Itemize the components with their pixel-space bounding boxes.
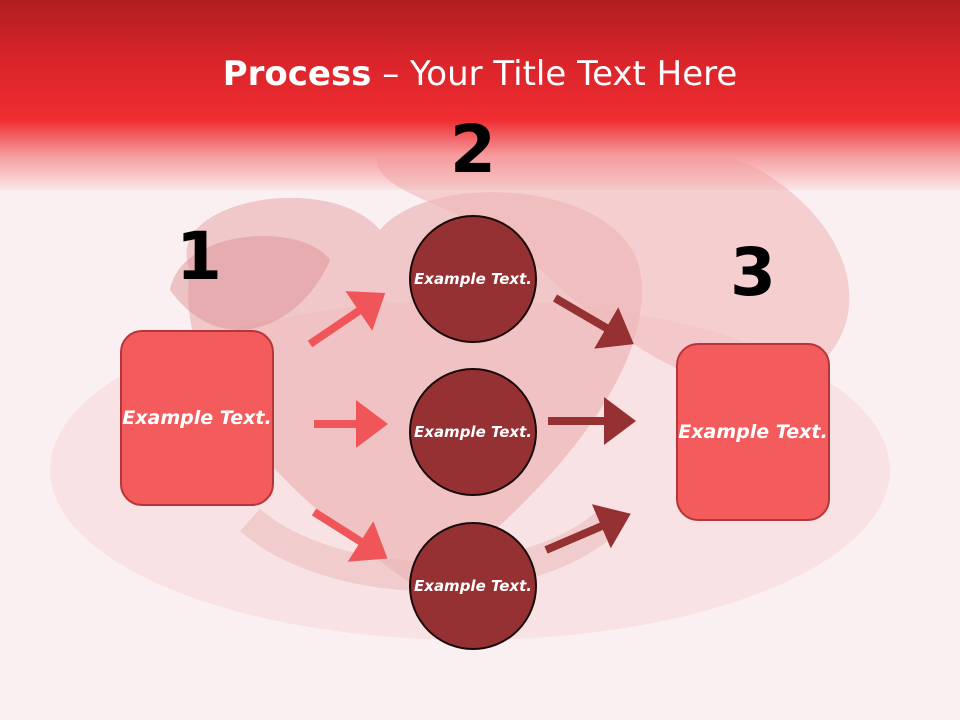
arrow-left-to-top (307, 291, 386, 348)
circle-middle: Example Text. (409, 368, 537, 496)
title-bold: Process (222, 54, 372, 94)
step-number-3: 3 (730, 234, 776, 311)
circle-middle-text: Example Text. (414, 422, 532, 441)
circle-bottom: Example Text. (409, 522, 537, 650)
step-number-2: 2 (450, 111, 496, 188)
circle-top-text: Example Text. (414, 269, 532, 288)
arrow-bottom-to-right (544, 504, 631, 554)
title-banner (0, 0, 960, 190)
left-box: Example Text. (120, 330, 274, 506)
right-box-text: Example Text. (678, 420, 828, 443)
arrow-left-to-bottom (311, 508, 388, 562)
circle-bottom-text: Example Text. (414, 576, 532, 595)
circle-top: Example Text. (409, 215, 537, 343)
title-rest: – Your Title Text Here (371, 54, 738, 94)
left-box-text: Example Text. (122, 406, 272, 429)
step-number-1: 1 (176, 218, 222, 295)
slide-title: Process – Your Title Text Here (0, 52, 960, 96)
right-box: Example Text. (676, 343, 830, 521)
arrow-top-to-right (552, 294, 634, 349)
